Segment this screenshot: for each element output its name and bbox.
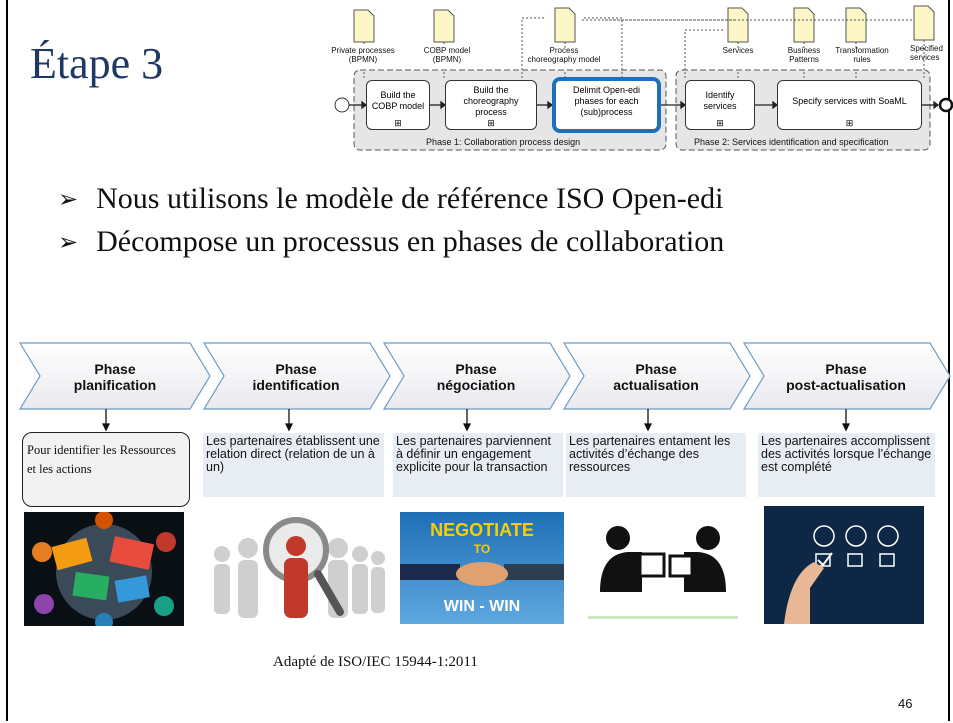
negotiate-handshake-image: NEGOTIATE TO WIN - WIN <box>400 512 564 624</box>
team-meeting-image <box>24 512 184 626</box>
document-icon <box>727 7 749 43</box>
phase-description-negociation: Les partenaires parviennent à définir un… <box>393 433 563 497</box>
doc-label-transformation-rules: Transformation rules <box>835 46 889 64</box>
people-magnifier-illustration <box>214 517 385 618</box>
bpmn-process-diagram: Private processes (BPMN) COBP model (BPM… <box>322 0 953 160</box>
task-specify-services: Specify services with SoaML ⊞ <box>777 80 922 130</box>
phase-chevrons <box>18 342 951 432</box>
feedback-illustration <box>784 525 899 624</box>
bullet-item: ➢ Décompose un processus en phases de co… <box>58 225 724 259</box>
bullet-arrow-icon: ➢ <box>58 229 79 256</box>
subprocess-marker-icon: ⊞ <box>845 118 854 128</box>
start-event-icon <box>334 97 350 113</box>
task-build-cobp: Build the COBP model ⊞ <box>366 80 430 130</box>
phase-title-line: Phase <box>825 361 867 377</box>
handshake-icon <box>400 562 564 586</box>
doc-label-private-processes: Private processes (BPMN) <box>331 46 395 64</box>
document-icon <box>353 9 375 43</box>
phase-description-post-actualisation: Les partenaires accomplissent des activi… <box>758 433 935 497</box>
document-icon <box>554 7 576 43</box>
phase-title-identification: Phase identification <box>222 361 370 393</box>
document-icon <box>793 7 815 43</box>
doc-label-services: Services <box>722 46 754 55</box>
document-icon <box>845 7 867 43</box>
people-magnifier-image <box>208 512 386 624</box>
phase-title-line: négociation <box>436 377 516 393</box>
phase-title-negociation: Phase négociation <box>402 361 550 393</box>
bullet-item: ➢ Nous utilisons le modèle de référence … <box>58 182 723 216</box>
phase1-label: Phase 1: Collaboration process design <box>426 137 581 147</box>
phase-title-line: Phase <box>635 361 677 377</box>
task-delimit-open-edi-phases: Delimit Open-edi phases for each (sub)pr… <box>552 77 661 133</box>
page-number: 46 <box>898 696 913 711</box>
doc-label-choreography-model: Process choreography model <box>527 46 601 64</box>
chevron-identification <box>202 342 391 410</box>
task-label: Build the choreography process <box>463 84 519 117</box>
phase-title-line: identification <box>252 377 340 393</box>
negotiate-text: NEGOTIATE <box>430 520 534 540</box>
chevron-actualisation <box>562 342 751 410</box>
task-label: Identify services <box>703 90 737 111</box>
bullet-arrow-icon: ➢ <box>58 186 79 213</box>
task-label: Build the COBP model <box>371 90 425 111</box>
slide-title: Étape 3 <box>30 39 164 88</box>
team-meeting-illustration <box>32 512 176 626</box>
phase-title-line: actualisation <box>613 377 699 393</box>
phase-title-line: Phase <box>275 361 317 377</box>
phase-description-identification: Les partenaires établissent une relation… <box>203 433 384 497</box>
document-icon <box>913 5 935 41</box>
doc-label-specified-services: Specified services <box>910 44 943 62</box>
end-event-icon <box>938 97 953 113</box>
chevron-planification <box>18 342 211 410</box>
document-icon <box>433 9 455 43</box>
slide-frame <box>6 0 950 721</box>
phase-title-line: post-actualisation <box>786 377 906 393</box>
phase-title-line: planification <box>73 377 157 393</box>
win-win-text: WIN - WIN <box>443 598 521 615</box>
subprocess-marker-icon: ⊞ <box>716 118 724 128</box>
task-label: Delimit Open-edi phases for each (sub)pr… <box>572 84 641 117</box>
phase-title-planification: Phase planification <box>40 361 190 393</box>
subprocess-marker-icon: ⊞ <box>487 118 495 128</box>
phase-description-actualisation: Les partenaires entament les activités d… <box>566 433 746 497</box>
task-build-choreography: Build the choreography process⊞ <box>445 80 537 130</box>
chevron-post-actualisation <box>742 342 951 410</box>
task-label: Specify services with SoaML <box>792 95 907 106</box>
bullet-text: Décompose un processus en phases de coll… <box>96 225 725 258</box>
phase-title-line: Phase <box>455 361 497 377</box>
exchange-image <box>588 512 738 624</box>
phase-title-line: Phase <box>94 361 136 377</box>
negotiate-to-text: TO <box>473 542 491 556</box>
exchange-illustration <box>588 526 738 619</box>
feedback-checklist-image <box>764 506 924 624</box>
doc-label-cobp-model: COBP model (BPMN) <box>423 46 471 64</box>
doc-label-business-patterns: Business Patterns <box>787 46 821 64</box>
source-caption: Adapté de ISO/IEC 15944-1:2011 <box>273 654 478 670</box>
phase-title-actualisation: Phase actualisation <box>582 361 730 393</box>
chevron-negociation <box>382 342 571 410</box>
phase2-label: Phase 2: Services identification and spe… <box>694 137 889 147</box>
subprocess-marker-icon: ⊞ <box>394 118 402 128</box>
phase-title-post-actualisation: Phase post-actualisation <box>762 361 930 393</box>
phase-description-planification: Pour identifier les Ressources et les ac… <box>22 432 190 507</box>
bullet-text: Nous utilisons le modèle de référence IS… <box>96 182 724 215</box>
task-identify-services: Identify services ⊞ <box>685 80 755 130</box>
